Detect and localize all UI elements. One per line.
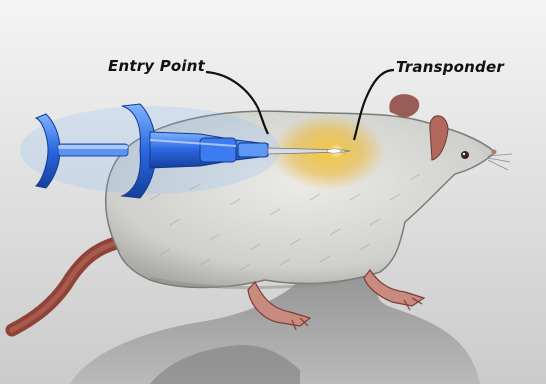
entry-point-label: Entry Point [108, 57, 205, 75]
mouse-eye [461, 151, 469, 159]
transponder-label: Transponder [396, 58, 504, 76]
mouse-nose [492, 150, 497, 155]
